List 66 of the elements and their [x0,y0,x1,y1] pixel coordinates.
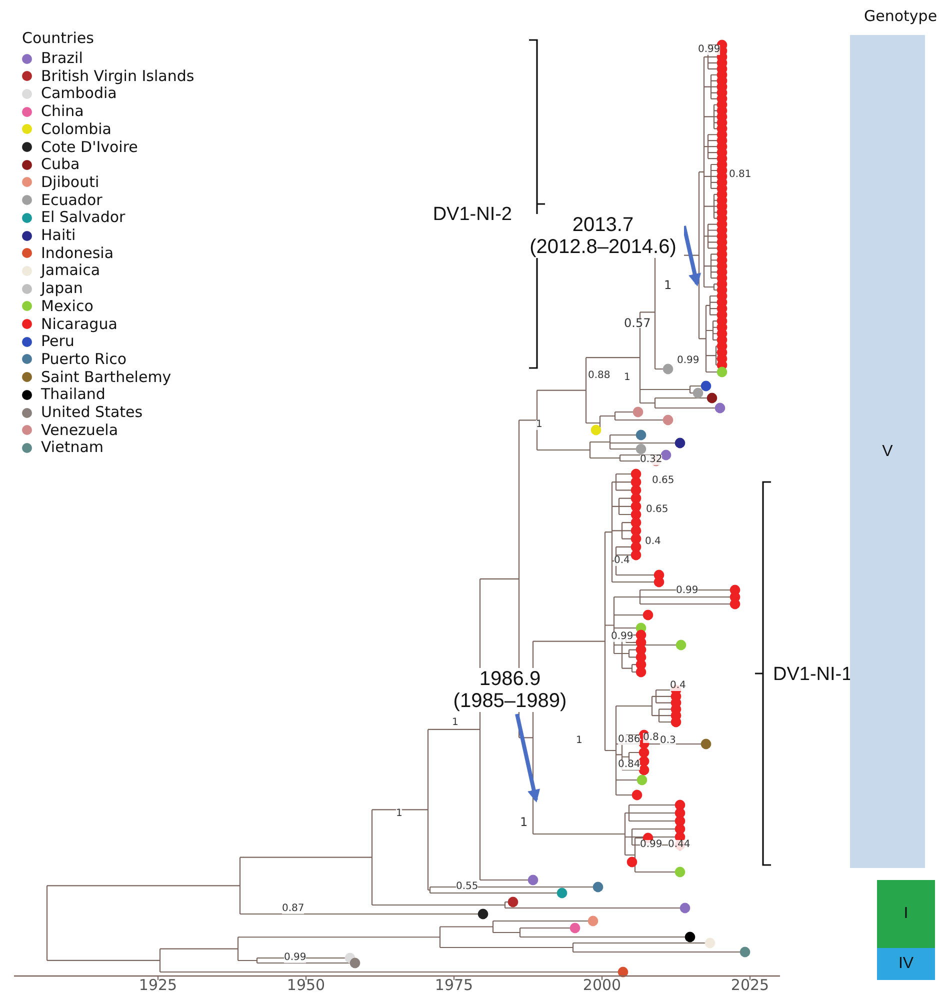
axis-tick-label: 2000 [582,977,622,993]
support-value: 0.4 [614,556,630,566]
clade-label: DV1-NI-1 [773,664,852,686]
arrow [682,226,701,286]
genotype-band: IV [877,948,935,980]
support-value: 0.99 [698,45,720,55]
support-value: 0.99 [677,356,700,366]
support-value: 0.87 [282,904,304,914]
legend-label: Indonesia [41,244,114,262]
legend-label: Nicaragua [41,316,118,332]
legend-title: Countries [22,30,94,47]
support-value: 0.8 [643,733,659,743]
support-value: 0.86 [618,735,640,745]
legend-label: Cuba [41,156,80,174]
legend-label: Haiti [41,227,76,244]
legend-label: Puerto Rico [41,350,127,368]
legend-label: Saint Barthelemy [41,368,172,386]
axis-tick-label: 1950 [286,977,326,993]
support-value: 1 [536,420,542,430]
support-value: 0.99 [284,953,306,963]
support-value: 0.99 [676,586,698,596]
legend-label: Vietnam [41,439,104,456]
legend-label: Brazil [41,50,83,67]
legend-label: Japan [41,280,83,298]
support-value: 0.81 [729,170,752,180]
legend-label: United States [41,404,143,421]
genotype-band: V [850,35,925,868]
axis-tick-label: 1975 [434,977,474,993]
support-value: 1 [396,809,402,819]
support-value: 0.3 [660,736,676,746]
genotype-band: I [877,880,935,948]
legend-label: Cambodia [41,85,117,102]
legend-label: Thailand [41,386,106,404]
support-value: 0.57 [624,318,651,328]
support-value: 0.65 [646,505,668,515]
support-value: 0.32 [640,455,662,465]
support-value: 0.84 [618,760,640,770]
clade-label: DV1-NI-2 [432,204,512,226]
legend-label: Venezuela [41,422,118,439]
column-heading: Genotype [864,8,938,25]
legend-label: Djibouti [41,174,100,191]
legend-label: Ecuador [41,192,102,209]
support-value: 0.99 [640,840,662,850]
legend-label: Peru [41,333,74,350]
axis-tick-label: 1925 [138,977,178,993]
support-value: 0.99 [611,632,634,642]
support-value: 0.4 [645,537,661,547]
support-value: 0.88 [588,371,610,381]
support-value: 1 [576,736,582,746]
support-value: 1 [664,280,672,290]
legend-label: Mexico [41,298,94,315]
support-value: 0.65 [652,476,674,486]
support-value: 0.4 [670,681,686,691]
legend-label: China [41,103,84,120]
support-value: 1 [624,373,630,383]
legend-label: Cote D'Ivoire [41,138,138,156]
axis-tick-label: 2025 [730,977,770,993]
legend-label: Colombia [41,120,112,138]
legend-label: British Virgin Islands [41,68,194,85]
support-value: 0.55 [456,882,478,892]
legend-label: Jamaica [41,262,100,280]
arrow [515,714,540,802]
support-value: 0.44 [668,840,690,850]
support-value: 1 [452,718,458,728]
legend-label: El Salvador [41,209,126,226]
support-value: 1 [520,817,528,827]
